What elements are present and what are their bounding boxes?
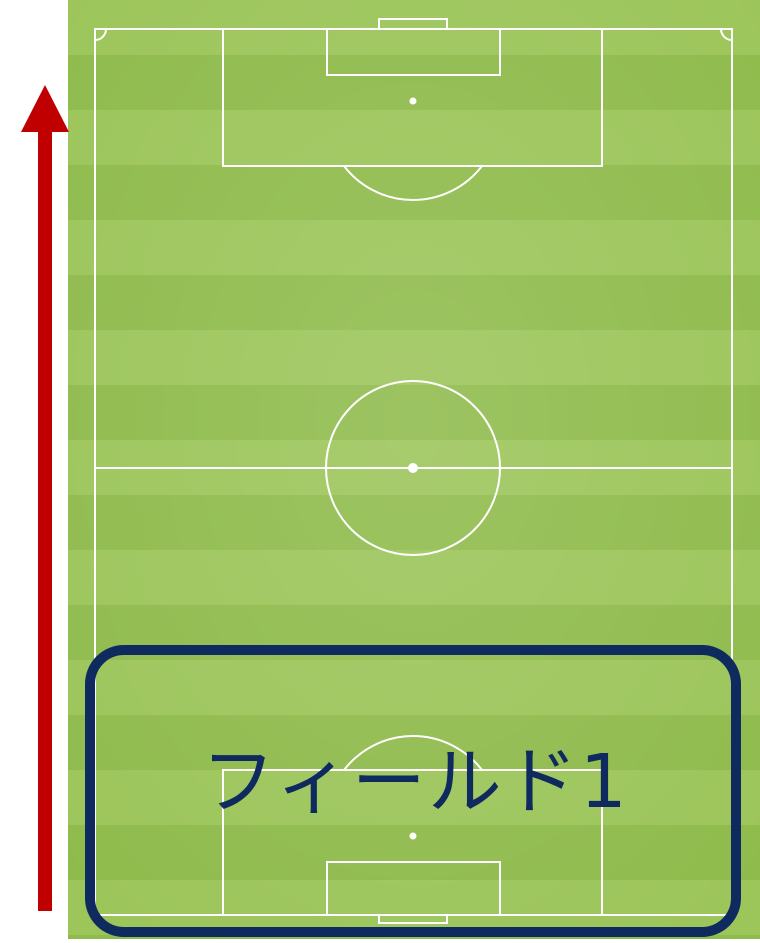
bottom-goal xyxy=(378,914,448,924)
bottom-penalty-spot xyxy=(409,832,417,840)
pitch-lines xyxy=(94,18,733,924)
field-zone-highlight xyxy=(85,645,741,937)
top-penalty-spot xyxy=(409,97,417,105)
corner-arc-top-right xyxy=(720,28,733,41)
field-zone-label: フィールド1 xyxy=(201,739,629,825)
top-goal xyxy=(378,18,448,30)
center-circle xyxy=(325,380,501,556)
arrow-up-icon xyxy=(21,85,69,911)
center-spot xyxy=(408,463,418,473)
top-penalty-arc xyxy=(343,165,483,201)
bottom-penalty-arc xyxy=(343,735,483,771)
pitch-spots xyxy=(408,97,418,840)
corner-arc-top-left xyxy=(94,28,107,41)
